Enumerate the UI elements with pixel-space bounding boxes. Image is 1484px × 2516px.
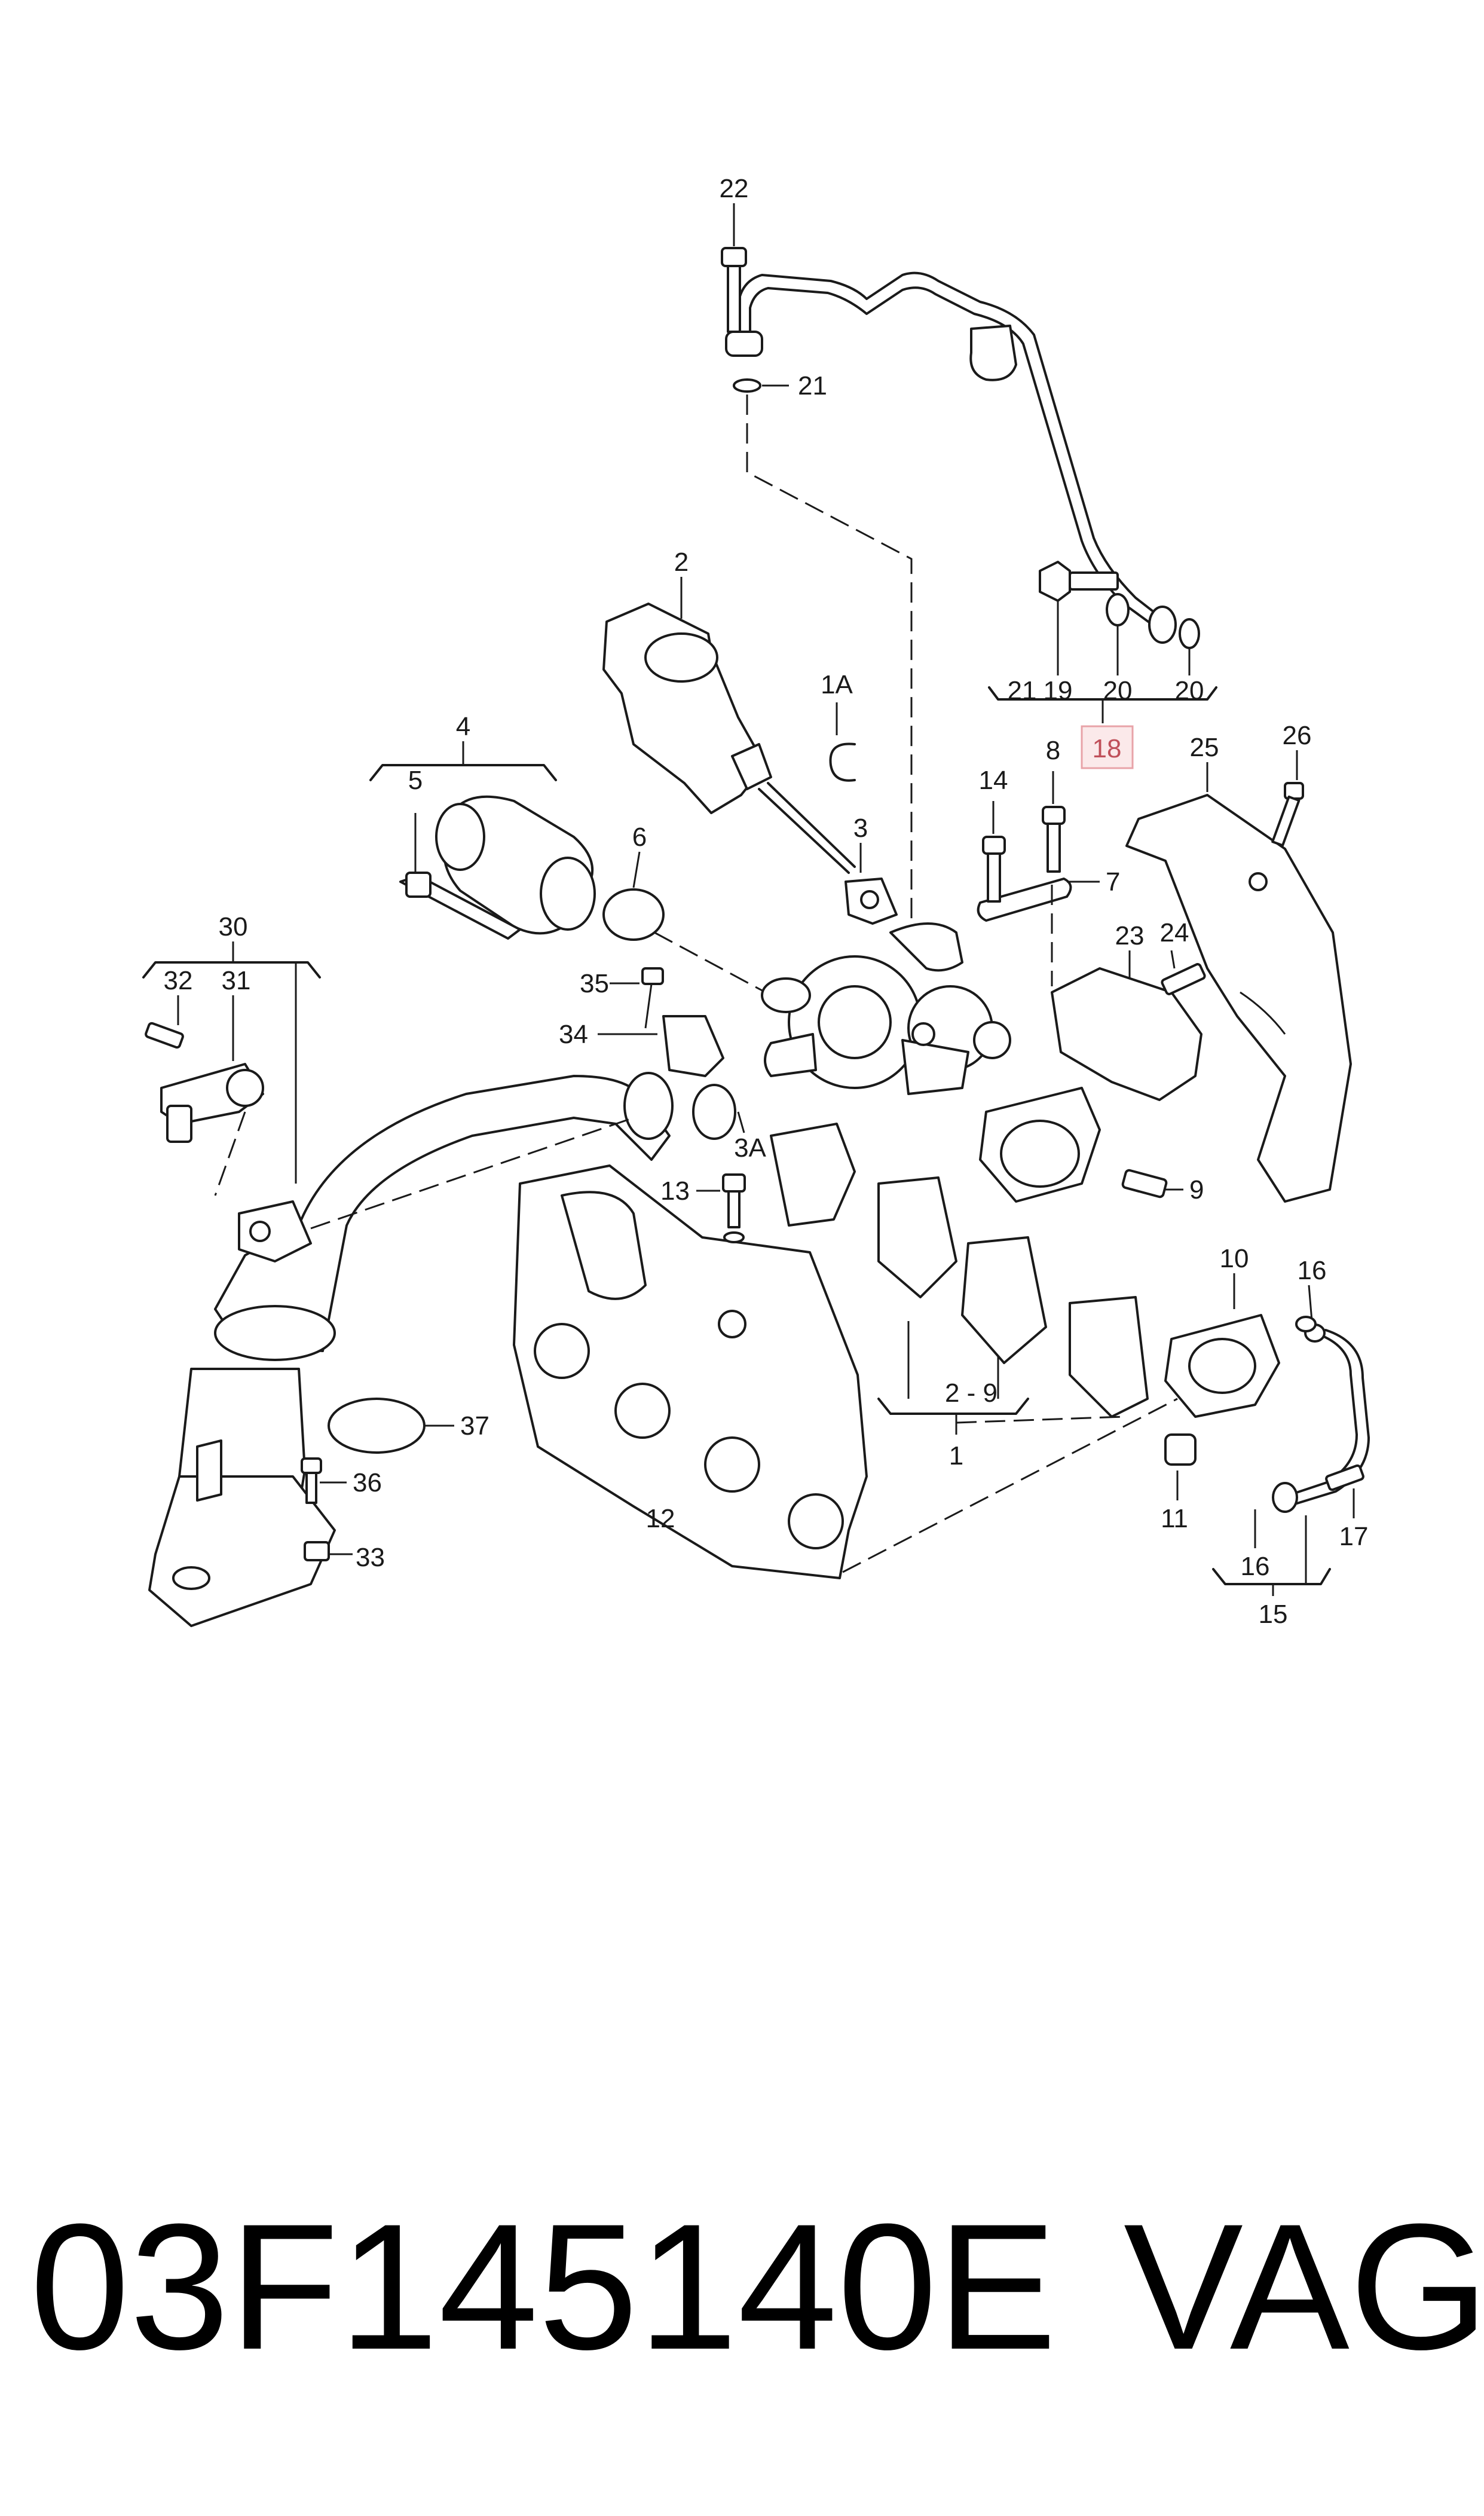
sensor-31 [160,995,264,1143]
nut-33 [304,1541,353,1561]
footer-caption: 03F145140E VAG [30,2186,1484,2387]
banjo-fitting [1148,606,1177,644]
heat-shield-23 [1051,950,1203,1101]
nut-11 [1164,1433,1197,1500]
callout-26: 26 [1283,721,1312,750]
callout-31: 31 [222,966,251,995]
callout-1a: 1A [821,670,853,699]
bolt-13 [696,1173,746,1243]
catalytic-converter [148,1368,336,1627]
callout-4: 4 [456,712,470,741]
callout-16-bottom: 16 [1241,1552,1270,1581]
callout-9: 9 [1189,1175,1204,1204]
callout-1: 1 [949,1441,963,1471]
washer-20b [1179,618,1200,649]
callout-35: 35 [580,969,609,998]
callout-36: 36 [353,1468,382,1497]
callout-6: 6 [632,823,647,852]
bolt-26 [1271,750,1304,847]
callout-20-b: 20 [1175,676,1204,705]
callouts: 22 21 2 1A 21 19 20 20 18 4 5 6 3 8 14 7… [164,174,1369,1629]
hose-connector-4 [399,795,596,940]
callout-18: 18 [1093,734,1122,763]
guide-line [746,395,913,933]
callout-20-a: 20 [1103,676,1133,705]
bolt-22 [721,203,747,333]
callout-23: 23 [1115,921,1145,950]
callout-10: 10 [1220,1244,1249,1273]
callout-2: 2 [674,548,689,577]
o-ring-6 [602,888,665,941]
washer-20a [1106,593,1130,626]
o-ring-3a [692,1084,736,1140]
clip-1a [829,742,856,782]
callout-21-top: 21 [798,371,827,401]
bolt-35 [610,967,664,1029]
callout-30: 30 [219,912,248,941]
callout-3: 3 [853,814,868,843]
intake-pipe-30 [214,1072,674,1361]
callout-14: 14 [979,766,1008,795]
callout-5: 5 [408,766,423,795]
bolt-14 [982,801,1006,903]
bolt-8 [1042,771,1066,873]
callout-17: 17 [1339,1522,1369,1551]
gasket-3 [844,843,898,925]
turbocharger-1 [761,922,1011,1095]
callout-33: 33 [356,1543,385,1572]
callout-16-top: 16 [1298,1256,1327,1285]
banjo-bolt-19 [1039,561,1119,675]
clamp-7 [977,878,1100,922]
callout-13: 13 [660,1176,690,1206]
manifold-flanges [770,1087,1149,1418]
callout-12: 12 [646,1504,675,1533]
washer-21 [733,378,761,393]
callout-37: 37 [460,1411,489,1441]
brand-name: VAG [1124,2186,1484,2387]
heat-shield-25 [1125,794,1352,1203]
oil-return-pipe-15 [1254,1285,1370,1548]
callout-11: 11 [1161,1504,1188,1533]
bolt-36 [301,1457,347,1504]
o-ring-37 [328,1398,426,1454]
bolt-24 [1161,950,1206,995]
callout-18-highlight: 18 [1081,725,1134,769]
part-number: 03F145140E [30,2186,1057,2387]
callout-8: 8 [1046,736,1060,765]
callout-24: 24 [1160,918,1189,947]
callout-32: 32 [164,966,193,995]
bracket-34 [598,1015,724,1077]
callout-22: 22 [720,174,749,203]
callout-7: 7 [1106,867,1120,897]
callout-3a: 3A [734,1133,766,1163]
bolt-32 [145,995,184,1049]
wastegate-actuator-2 [602,577,856,874]
callout-34: 34 [559,1020,588,1049]
washer-16 [1295,1316,1317,1332]
exhaust-manifold-12 [513,1164,868,1579]
callout-21: 21 [1008,676,1037,705]
callout-2-9: 2 - 9 [945,1378,998,1408]
oil-feed-pipe [725,271,1164,629]
gasket-10 [1164,1273,1280,1418]
callout-19: 19 [1044,676,1073,705]
callout-25: 25 [1190,733,1219,762]
callout-15: 15 [1259,1600,1288,1629]
stud-9 [1121,1169,1183,1199]
